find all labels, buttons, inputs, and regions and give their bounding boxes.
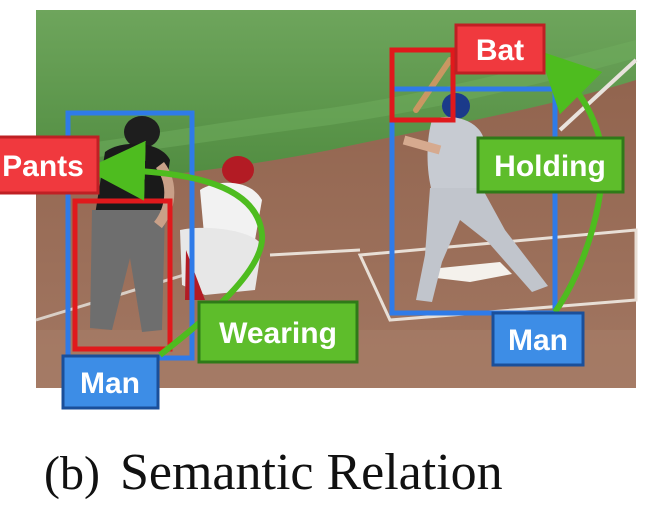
caption-title: Semantic Relation [119, 444, 503, 501]
label-pants: Pants [0, 135, 100, 195]
batter-figure [402, 57, 548, 302]
man-right-box [389, 86, 558, 316]
label-bat-text: Bat [476, 34, 524, 67]
caption-tag: (b) [44, 447, 100, 500]
label-wearing-text: Wearing [219, 317, 337, 350]
figure-caption: (b) Semantic Relation [44, 438, 604, 508]
pants-box [72, 198, 173, 352]
label-pants-text: Pants [2, 150, 84, 183]
label-bat: Bat [454, 23, 546, 75]
label-man-left: Man [61, 354, 160, 410]
label-man-left-text: Man [80, 367, 140, 400]
label-man-right: Man [491, 311, 585, 367]
bat-box [389, 47, 456, 123]
label-holding: Holding [476, 136, 625, 194]
label-holding-text: Holding [494, 150, 606, 183]
label-man-right-text: Man [508, 324, 568, 357]
label-wearing: Wearing [197, 300, 359, 364]
